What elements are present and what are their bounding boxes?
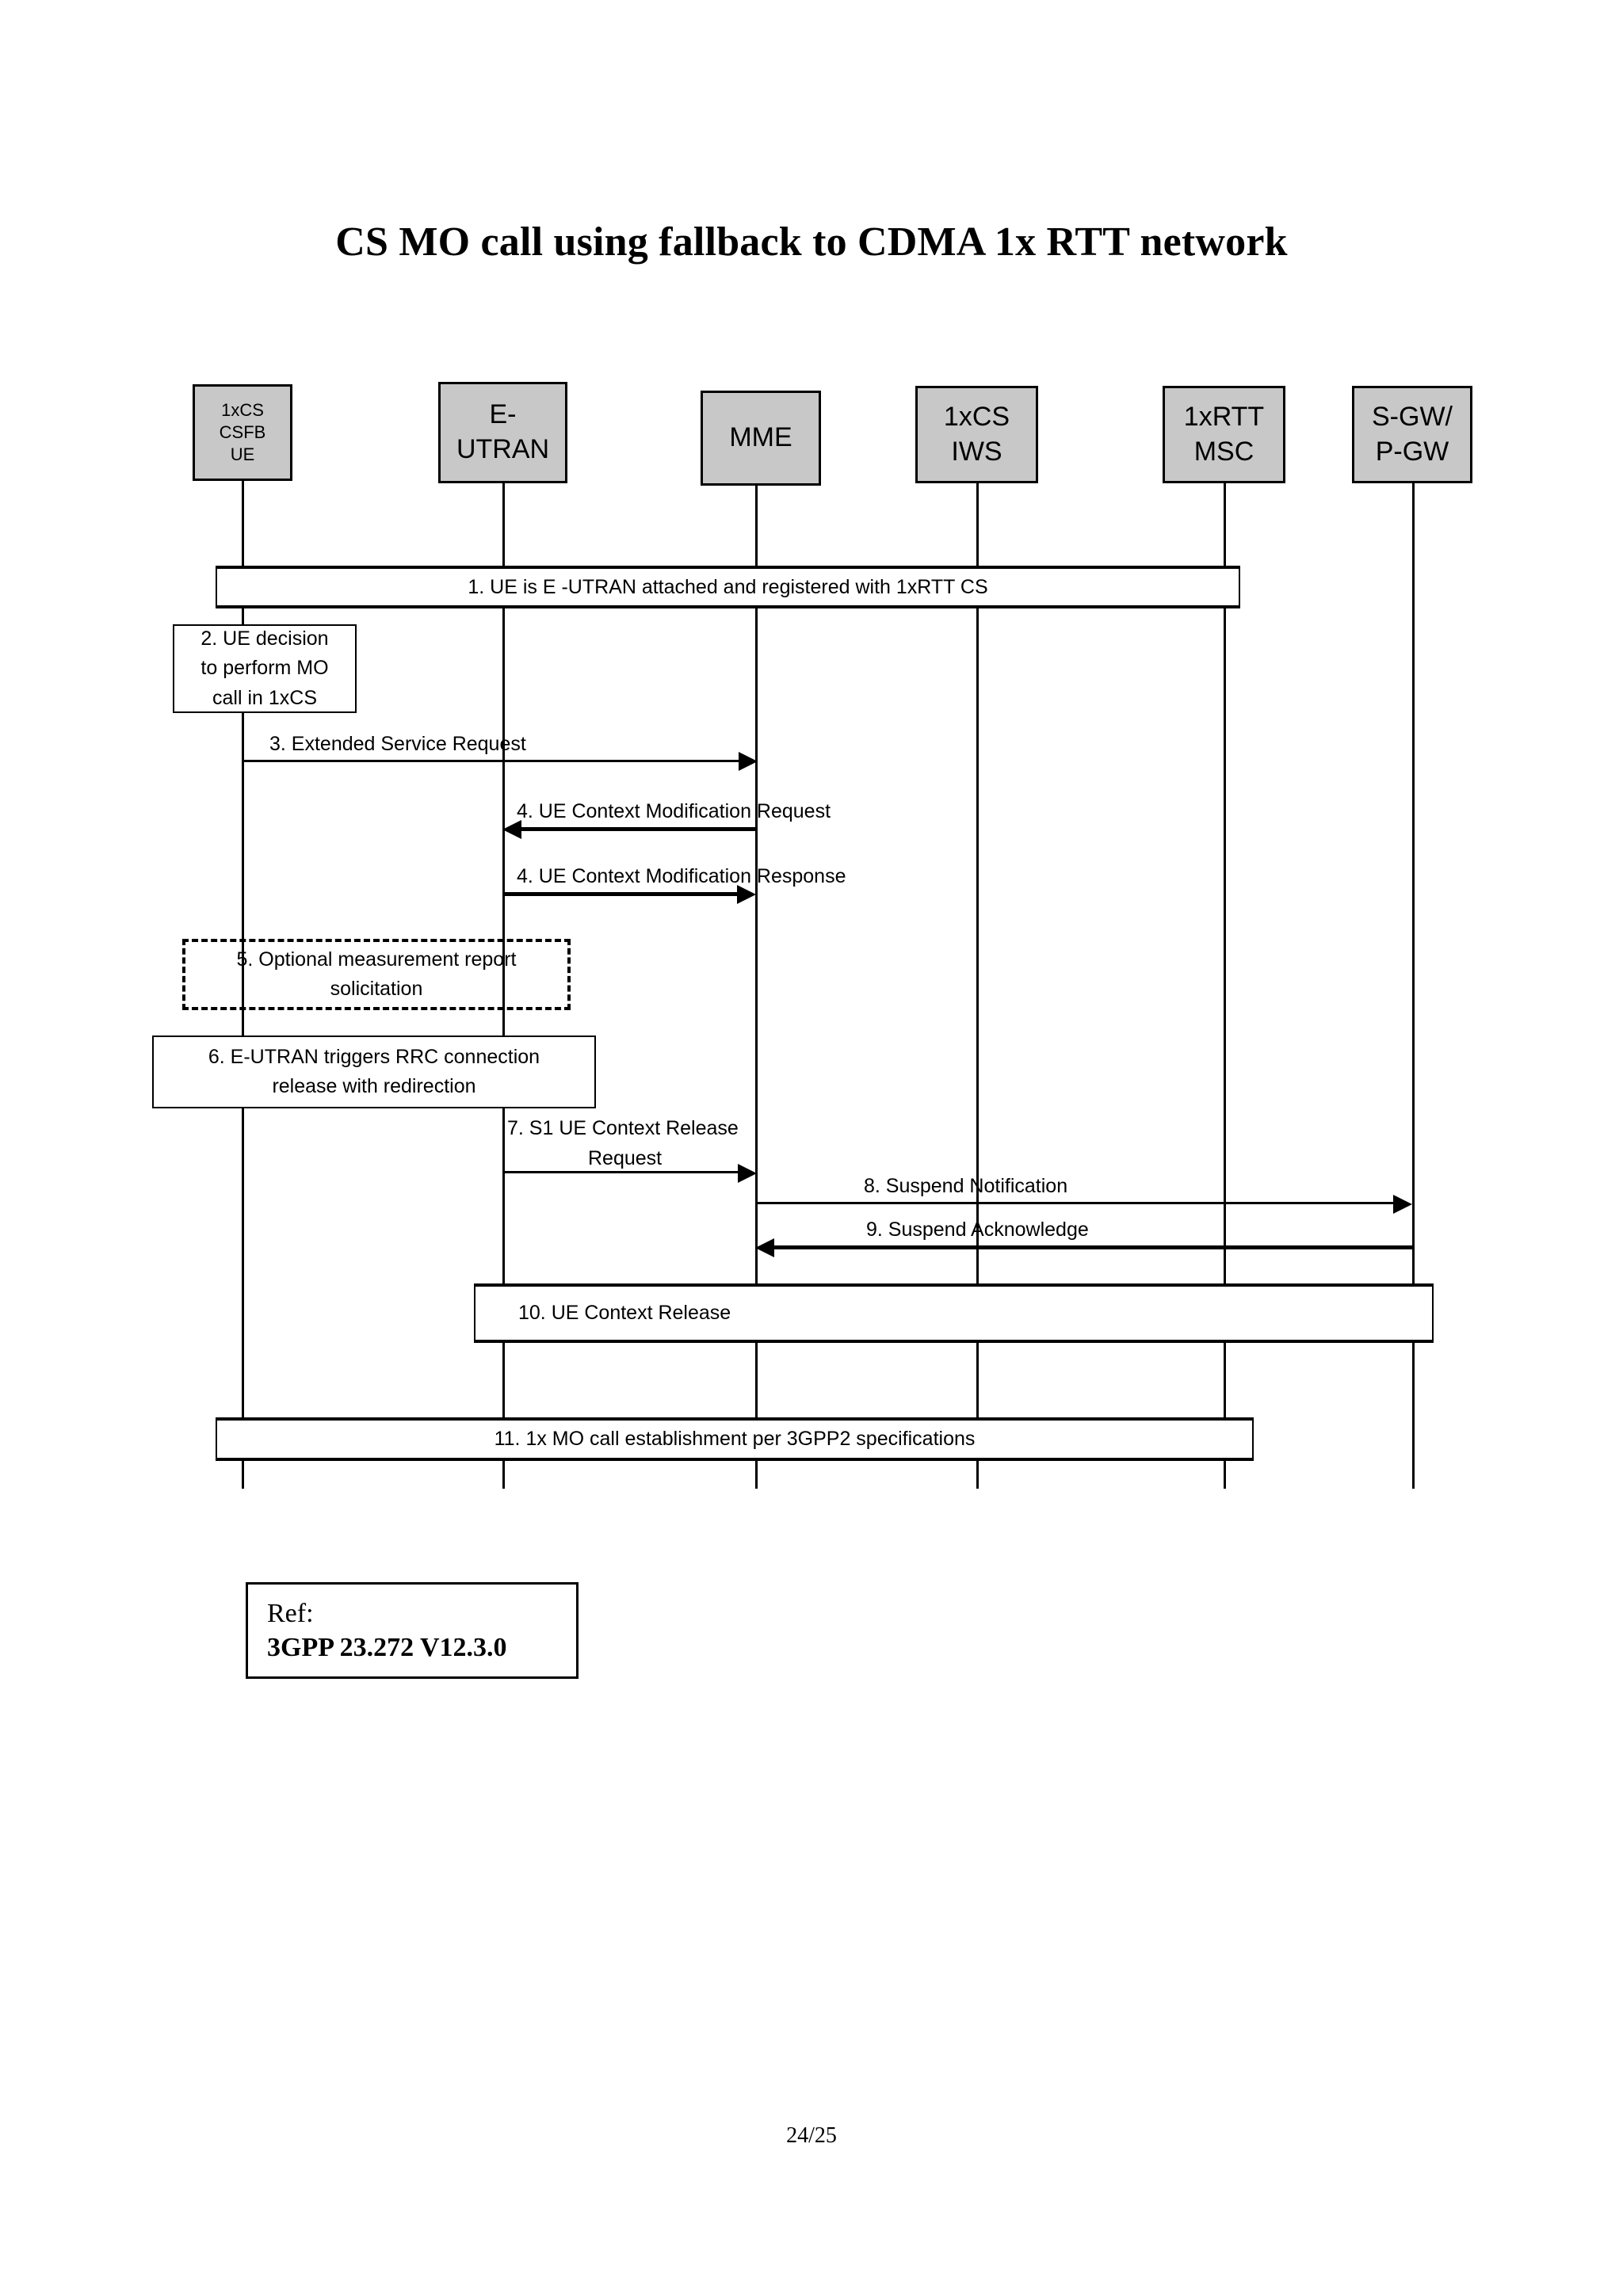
step-9-arrow-line	[774, 1245, 1415, 1249]
step-4-request-label: 4. UE Context Modification Request	[517, 800, 831, 822]
lifeline-iws	[976, 483, 979, 1489]
step-1-label: 1. UE is E -UTRAN attached and registere…	[468, 575, 988, 598]
lifeline-head-eutran: E- UTRAN	[438, 382, 567, 483]
step-7-arrow-line	[502, 1171, 740, 1173]
step-6-note: 6. E-UTRAN triggers RRC connection relea…	[152, 1035, 596, 1108]
reference-value: 3GPP 23.272 V12.3.0	[267, 1632, 507, 1662]
lifeline-head-gw: S-GW/ P-GW	[1352, 386, 1472, 483]
lifeline-head-gw-line-1: S-GW/	[1372, 401, 1453, 432]
step-6-line-2: release with redirection	[272, 1075, 476, 1097]
step-2-line-3: call in 1xCS	[212, 686, 317, 709]
step-7-label-line-2: Request	[588, 1147, 663, 1169]
reference-box: Ref: 3GPP 23.272 V12.3.0	[246, 1582, 579, 1679]
lifeline-head-ue: 1xCS CSFB UE	[193, 384, 292, 481]
lifeline-msc	[1224, 483, 1226, 1489]
step-7-arrowhead	[738, 1164, 757, 1183]
lifeline-head-gw-line-2: P-GW	[1375, 436, 1449, 467]
step-10-band: 10. UE Context Release	[474, 1283, 1434, 1343]
lifeline-head-ue-line-2: CSFB	[219, 421, 266, 442]
page-title: CS MO call using fallback to CDMA 1x RTT…	[335, 219, 1288, 265]
lifeline-head-mme: MME	[701, 391, 821, 486]
lifeline-head-iws: 1xCS IWS	[915, 386, 1038, 483]
lifeline-gw	[1412, 483, 1415, 1489]
lifeline-eutran	[502, 483, 505, 1489]
step-11-label: 11. 1x MO call establishment per 3GPP2 s…	[494, 1428, 976, 1450]
step-4-request-arrow-line	[521, 827, 756, 831]
lifeline-head-eutran-line-1: E-	[489, 399, 517, 430]
lifeline-head-iws-line-2: IWS	[951, 436, 1002, 467]
step-8-label: 8. Suspend Notification	[864, 1175, 1068, 1197]
step-4-response-arrow-line	[502, 892, 737, 896]
step-3-arrow-line	[242, 760, 741, 762]
step-3-label: 3. Extended Service Request	[269, 733, 526, 755]
lifeline-head-msc-line-2: MSC	[1193, 436, 1254, 467]
lifeline-head-msc: 1xRTT MSC	[1163, 386, 1285, 483]
step-5-optional-note: 5. Optional measurement report solicitat…	[182, 939, 571, 1010]
step-2-note: 2. UE decision to perform MO call in 1xC…	[173, 624, 357, 713]
step-6-line-1: 6. E-UTRAN triggers RRC connection	[208, 1045, 540, 1068]
step-4-response-arrowhead	[737, 885, 756, 904]
lifeline-head-ue-line-3: UE	[230, 444, 255, 465]
step-9-arrowhead	[755, 1238, 774, 1257]
lifeline-head-eutran-line-2: UTRAN	[456, 434, 550, 464]
page-footer: 24/25	[786, 2123, 837, 2148]
step-11-band: 11. 1x MO call establishment per 3GPP2 s…	[216, 1417, 1254, 1461]
step-4-request-arrowhead	[502, 820, 521, 839]
step-10-label: 10. UE Context Release	[518, 1302, 731, 1324]
step-9-label: 9. Suspend Acknowledge	[866, 1219, 1089, 1241]
step-1-band: 1. UE is E -UTRAN attached and registere…	[216, 566, 1240, 608]
step-5-line-1: 5. Optional measurement report	[236, 948, 517, 971]
step-4-response-label: 4. UE Context Modification Response	[517, 865, 846, 887]
lifeline-head-msc-line-1: 1xRTT	[1183, 401, 1265, 432]
step-2-line-1: 2. UE decision	[200, 627, 329, 650]
lifeline-head-iws-line-1: 1xCS	[943, 401, 1010, 432]
step-5-line-2: solicitation	[330, 978, 423, 1000]
step-8-arrowhead	[1393, 1195, 1412, 1214]
step-7-label-line-1: 7. S1 UE Context Release	[507, 1117, 739, 1139]
lifeline-head-mme-line-1: MME	[729, 422, 792, 453]
step-2-line-2: to perform MO	[200, 657, 329, 680]
step-8-arrow-line	[755, 1202, 1395, 1204]
reference-label: Ref:	[267, 1599, 314, 1628]
lifeline-head-ue-line-1: 1xCS	[221, 399, 264, 420]
lifeline-mme	[755, 486, 758, 1489]
step-3-arrowhead	[739, 752, 758, 771]
lifeline-ue	[242, 481, 244, 1489]
